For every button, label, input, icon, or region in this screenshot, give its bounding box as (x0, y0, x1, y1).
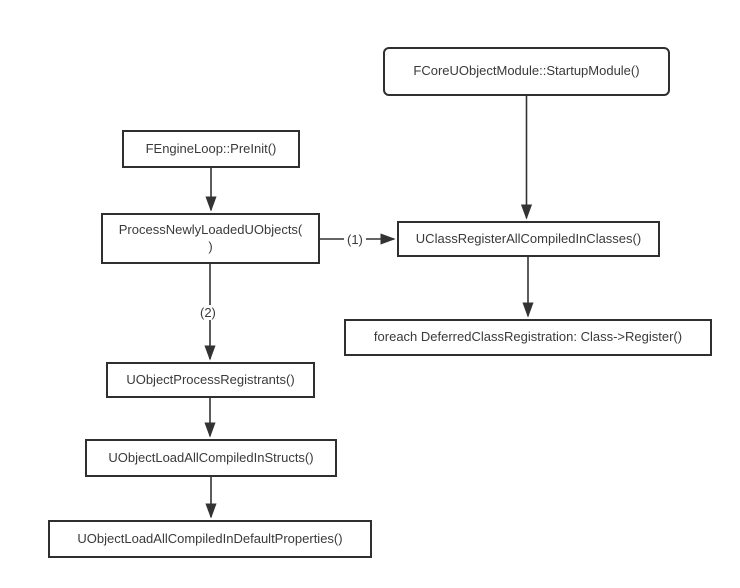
node-foreach-deferredclassregistration: foreach DeferredClassRegistration: Class… (344, 319, 712, 356)
node-label: FCoreUObjectModule::StartupModule() (413, 63, 640, 79)
edge-label-call-order-2: (2) (197, 305, 219, 320)
node-label: UClassRegisterAllCompiledInClasses() (415, 230, 642, 246)
node-uclassregisterallcompiledinclasses: UClassRegisterAllCompiledInClasses() (397, 221, 660, 257)
node-label-line1: ProcessNewlyLoadedUObjects( (118, 222, 303, 238)
node-label: FEngineLoop::PreInit() (145, 140, 277, 156)
node-label: UObjectLoadAllCompiledInStructs() (108, 449, 314, 465)
node-uobjectprocessregistrants: UObjectProcessRegistrants() (106, 362, 315, 398)
node-label-line2: ) (208, 238, 213, 254)
node-processnewlyloadeduobjects: ProcessNewlyLoadedUObjects( ) (101, 213, 320, 264)
node-label: UObjectProcessRegistrants() (126, 371, 295, 387)
node-label: foreach DeferredClassRegistration: Class… (373, 329, 683, 345)
node-label: UObjectLoadAllCompiledInDefaultPropertie… (77, 530, 343, 546)
node-fengineloop-preinit: FEngineLoop::PreInit() (122, 130, 300, 168)
node-uobjectloadallcompiledindefaultproperties: UObjectLoadAllCompiledInDefaultPropertie… (48, 520, 372, 558)
edge-label-call-order-1: (1) (344, 232, 366, 247)
node-fcoreuobjectmodule-startupmodule: FCoreUObjectModule::StartupModule() (383, 47, 670, 96)
node-uobjectloadallcompiledinstructs: UObjectLoadAllCompiledInStructs() (85, 439, 337, 477)
